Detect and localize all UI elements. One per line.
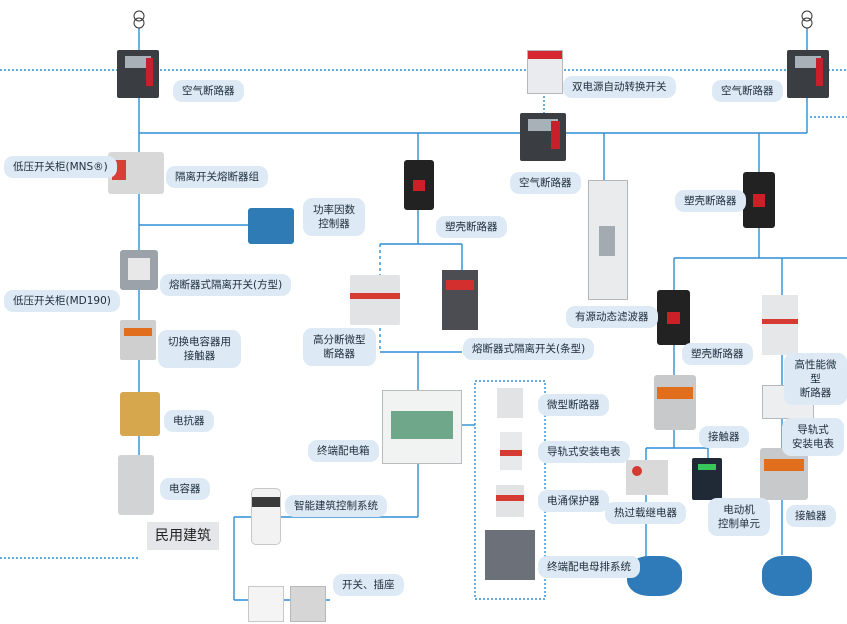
air-circuit-breaker-right-icon <box>787 50 829 98</box>
fuse-switch-square-icon <box>120 250 158 290</box>
filter-cabinet-icon <box>588 180 628 300</box>
label-lv-mns: 低压开关柜(MNS®) <box>4 156 117 178</box>
label-contactor-2: 接触器 <box>786 505 836 527</box>
light-switch-icon <box>290 586 326 622</box>
label-pf-controller: 功率因数 控制器 <box>303 198 365 236</box>
label-hbc-mcb: 高分断微型 断路器 <box>303 328 376 366</box>
label-fuse-strip: 熔断器式隔离开关(条型) <box>463 338 595 360</box>
civil-building-label: 民用建筑 <box>147 522 219 550</box>
reactor-icon <box>120 392 160 436</box>
label-mccb-3: 塑壳断路器 <box>682 343 753 365</box>
wall-socket-icon <box>248 586 284 622</box>
high-perf-mcb-icon <box>762 295 798 355</box>
label-hp-mcb: 高性能微型 断路器 <box>784 353 847 405</box>
isolating-fuse-switch-icon <box>108 152 164 194</box>
dual-power-switch-icon <box>527 50 563 94</box>
label-thermal-relay: 热过载继电器 <box>605 502 686 524</box>
label-acb-center: 空气断路器 <box>510 172 581 194</box>
label-cap-contactor: 切换电容器用 接触器 <box>158 330 241 368</box>
surge-protector-icon <box>496 485 524 517</box>
motor-2-icon <box>762 556 812 596</box>
label-ats: 双电源自动转换开关 <box>563 76 676 98</box>
label-reactor: 电抗器 <box>164 410 214 432</box>
smart-control-panel-icon <box>251 488 281 545</box>
molded-case-breaker-3-icon <box>657 290 690 345</box>
label-fuse-square: 熔断器式隔离开关(方型) <box>160 274 292 296</box>
miniature-breaker-icon <box>350 275 400 325</box>
label-motor-unit: 电动机 控制单元 <box>708 498 770 536</box>
din-meter-icon <box>500 432 522 470</box>
miniature-breaker-small-icon <box>497 388 523 418</box>
power-factor-controller-icon <box>248 208 294 244</box>
label-spd: 电涌保护器 <box>538 490 609 512</box>
label-acb-right: 空气断路器 <box>712 80 783 102</box>
label-isolator: 隔离开关熔断器组 <box>166 166 268 188</box>
label-consumer-unit: 终端配电箱 <box>308 440 379 462</box>
transformer-symbol-left <box>133 10 145 22</box>
contactor-2-icon <box>760 448 808 500</box>
transformer-symbol-right <box>801 10 813 22</box>
label-busbar: 终端配电母排系统 <box>538 556 640 578</box>
capacitor-icon <box>118 455 154 515</box>
label-lv-md190: 低压开关柜(MD190) <box>4 290 120 312</box>
label-contactor-1: 接触器 <box>699 426 749 448</box>
label-switch-socket: 开关、插座 <box>333 574 404 596</box>
label-smart-building: 智能建筑控制系统 <box>285 495 387 517</box>
molded-case-breaker-icon <box>404 160 434 210</box>
busbar-icon <box>485 530 535 580</box>
label-acb-left: 空气断路器 <box>173 80 244 102</box>
fuse-switch-strip-icon <box>442 270 478 330</box>
air-circuit-breaker-left-icon <box>117 50 159 98</box>
motor-control-unit-icon <box>692 458 722 500</box>
label-mccb-right: 塑壳断路器 <box>675 190 746 212</box>
label-mccb-1: 塑壳断路器 <box>436 216 507 238</box>
consumer-unit-icon <box>382 390 462 464</box>
label-mcb: 微型断路器 <box>538 394 609 416</box>
capacitor-contactor-icon <box>120 320 156 360</box>
molded-case-breaker-right-icon <box>743 172 775 228</box>
thermal-relay-icon <box>626 460 668 495</box>
label-din-meter-right: 导轨式 安装电表 <box>782 418 844 456</box>
contactor-1-icon <box>654 375 696 430</box>
label-capacitor: 电容器 <box>160 478 210 500</box>
label-active-filter: 有源动态滤波器 <box>566 306 658 328</box>
label-din-meter: 导轨式安装电表 <box>538 441 630 463</box>
air-circuit-breaker-center-icon <box>520 113 566 161</box>
